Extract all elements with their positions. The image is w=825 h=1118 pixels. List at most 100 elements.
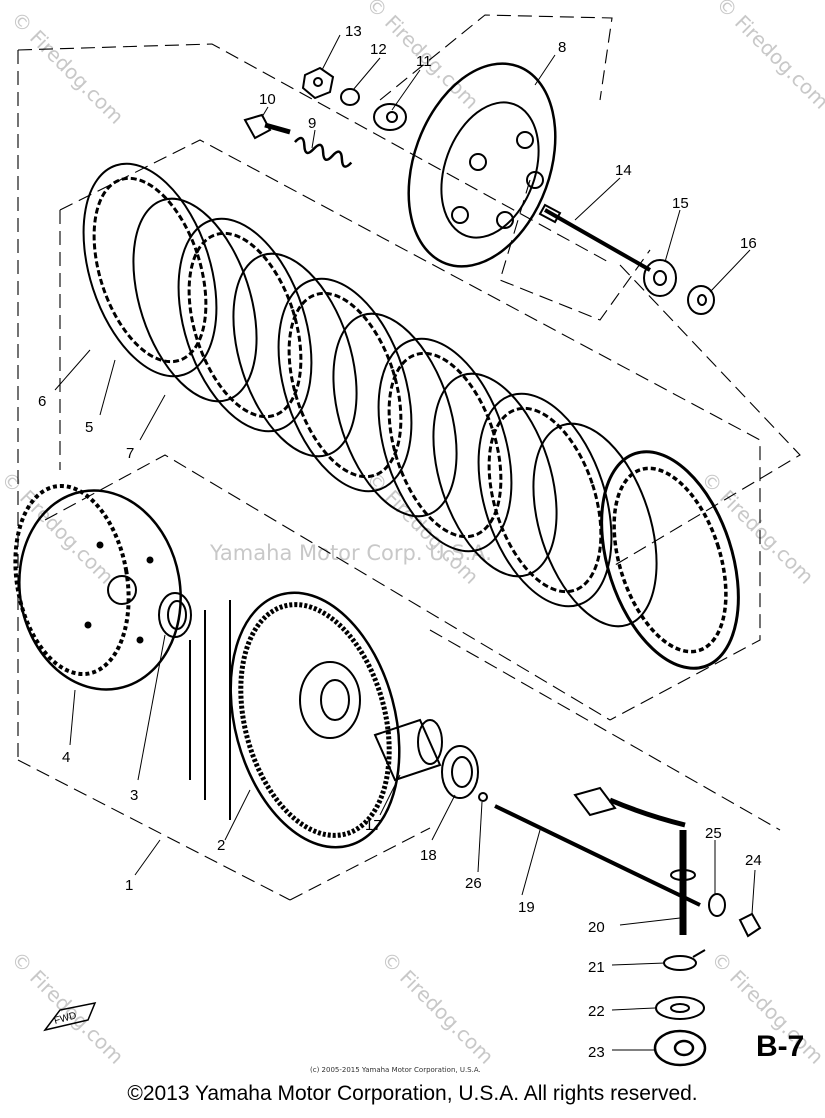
watermark-text: © Firedog.com [6,947,128,1069]
housing-rim [229,591,401,849]
washer-16 [687,285,715,315]
lock-washer [340,88,360,106]
callout-3: 3 [130,787,138,804]
callout-10: 10 [259,91,276,108]
washer-inner [167,600,187,630]
callout-15: 15 [672,195,689,212]
oil-seal-25 [708,893,726,917]
clutch-plate [332,312,458,518]
callout-17: 17 [365,817,382,834]
plain-washer [373,103,407,131]
pressure-plate-outline [379,14,613,101]
push-rod-thread [538,203,562,224]
small-hardware [301,66,407,131]
push-rod [494,804,701,907]
spacer [373,718,443,782]
clutch-plate [132,197,258,403]
clutch-plate [232,252,358,458]
housing-hub-bore [320,679,350,721]
callout-26: 26 [465,875,482,892]
page-code: B-7 [756,1030,804,1063]
callout-14: 14 [615,162,632,179]
callout-1: 1 [125,877,133,894]
outer-group-outline [17,43,613,265]
spacer-end [417,719,443,765]
clutch-plates-stack [82,162,740,670]
pressure-plate-disc [407,62,557,268]
screw-24 [738,912,762,938]
callout-24: 24 [745,852,762,869]
housing-gear-teeth [238,602,392,838]
hub-group-outline [429,629,781,831]
callout-13: 13 [345,23,362,40]
friction-lining [187,231,303,419]
group-outlines [17,14,801,901]
friction-lining [287,291,403,479]
callout-5: 5 [85,419,93,436]
friction-lining [387,351,503,539]
outer-group-outline [289,827,431,901]
callout-19: 19 [518,899,535,916]
callout-21: 21 [588,959,605,976]
callout-9: 9 [308,115,316,132]
pressure-plate-inner [440,101,540,239]
friction-lining [612,466,728,654]
primary-drive-gear [13,483,182,691]
callout-16: 16 [740,235,757,252]
bearing-15 [643,259,677,297]
washer-18 [441,745,479,799]
copyright-notice: ©2013 Yamaha Motor Corporation, U.S.A. A… [127,1082,698,1105]
push-lever-assembly [573,786,696,935]
housing-slots [189,600,231,820]
lever-spring [663,949,706,971]
friction-plate [82,162,218,378]
callout-labels: 1 2 3 4 5 6 7 8 9 10 11 12 13 14 15 16 1… [38,23,762,1061]
friction-lining [92,176,208,364]
callout-20: 20 [588,919,605,936]
pressure-plate-outline [499,179,651,321]
washer-outer [441,745,479,799]
oil-seal-23 [653,1029,707,1067]
callout-23: 23 [588,1044,605,1061]
thrust-washer [158,592,192,638]
outer-group-outline [17,759,291,901]
friction-plate [600,450,740,670]
callout-2: 2 [217,837,225,854]
leader-lines [54,34,756,1051]
watermark-text: © Firedog.com [376,947,498,1069]
callout-18: 18 [420,847,437,864]
spacer-body [373,718,442,782]
clutch-plate [432,372,558,578]
washer-outer [158,592,192,638]
clutch-housing [189,591,401,849]
callout-25: 25 [705,825,722,842]
watermark-text: © Firedog.com [711,0,825,114]
callout-11: 11 [416,53,432,70]
clutch-spring [294,136,353,168]
push-rod-2 [538,203,651,272]
watermark-center: Yamaha Motor Corp. U.S.A. [209,541,492,565]
washer-22 [655,996,705,1020]
lever-arm [609,797,686,828]
outer-group-outline [614,264,801,566]
pressure-plate [407,62,557,268]
callout-8: 8 [558,39,566,56]
watermark-text: © Firedog.com [696,467,818,589]
clutch-plate [532,422,658,628]
hub-group-outline [44,454,611,721]
washer-inner [451,756,473,788]
friction-plate [277,277,413,493]
housing-hub [299,661,361,739]
bolt-head [243,113,272,140]
callout-12: 12 [370,41,387,58]
small-credit: (c) 2005-2015 Yamaha Motor Corporation, … [310,1066,481,1074]
callout-7: 7 [126,445,134,462]
nut [301,66,335,100]
watermark-text: © Firedog.com [6,7,128,129]
steel-ball [478,792,488,802]
drive-gear-bore [107,575,137,605]
friction-lining [487,406,603,594]
callout-22: 22 [588,1003,605,1020]
callout-4: 4 [62,749,70,766]
